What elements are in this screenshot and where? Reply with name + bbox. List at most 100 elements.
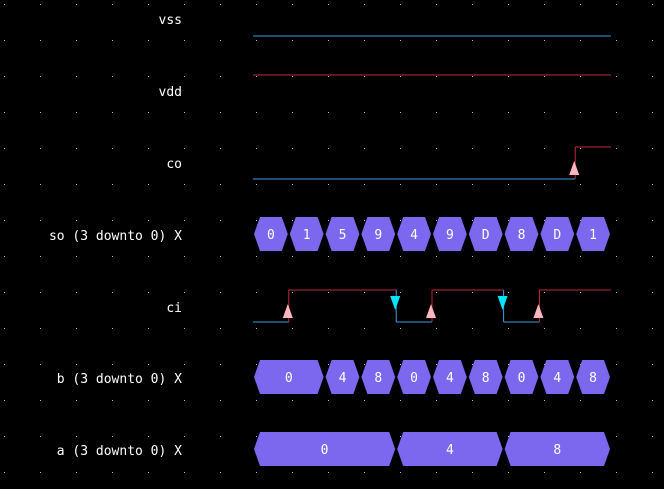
grid-dot xyxy=(76,112,77,113)
grid-dot xyxy=(112,76,113,77)
grid-dot xyxy=(40,364,41,365)
grid-dot xyxy=(472,328,473,329)
grid-dot xyxy=(580,76,581,77)
grid-dot xyxy=(112,4,113,5)
b-bus-value[interactable] xyxy=(361,360,396,394)
grid-dot xyxy=(292,400,293,401)
b-bus-value[interactable] xyxy=(325,360,360,394)
b-bus-value[interactable] xyxy=(504,360,539,394)
grid-dot xyxy=(616,256,617,257)
so-bus-value[interactable] xyxy=(540,217,575,251)
grid-dot xyxy=(40,112,41,113)
b-bus-value-text: 0 xyxy=(410,371,418,386)
signal-label-ci[interactable]: ci xyxy=(166,301,182,316)
grid-dot xyxy=(40,400,41,401)
a-bus-value[interactable] xyxy=(254,432,396,466)
grid-dot xyxy=(328,4,329,5)
grid-dot xyxy=(40,292,41,293)
grid-dot xyxy=(652,292,653,293)
grid-dot xyxy=(508,112,509,113)
b-bus-value[interactable] xyxy=(397,360,431,394)
grid-dot xyxy=(400,364,401,365)
grid-dot xyxy=(364,4,365,5)
grid-dot xyxy=(328,184,329,185)
grid-dot xyxy=(4,148,5,149)
grid-dot xyxy=(436,400,437,401)
grid-dot xyxy=(328,220,329,221)
grid-dot xyxy=(544,184,545,185)
signal-label-b[interactable]: b (3 downto 0) X xyxy=(57,372,182,387)
grid-dot xyxy=(220,76,221,77)
so-bus-value[interactable] xyxy=(325,217,360,251)
grid-dot xyxy=(256,292,257,293)
grid-dot xyxy=(436,256,437,257)
grid-dot xyxy=(472,4,473,5)
a-bus-value-text: 8 xyxy=(553,443,561,458)
grid-dot xyxy=(544,112,545,113)
grid-dot xyxy=(652,472,653,473)
grid-dot xyxy=(472,400,473,401)
grid-dot xyxy=(400,76,401,77)
so-bus-value[interactable] xyxy=(433,217,467,251)
grid-dot xyxy=(580,220,581,221)
signal-label-so[interactable]: so (3 downto 0) X xyxy=(49,229,182,244)
trace-co[interactable] xyxy=(253,146,611,180)
b-bus-value[interactable] xyxy=(576,360,610,394)
so-bus-value[interactable] xyxy=(468,217,503,251)
grid-dot xyxy=(220,184,221,185)
so-bus-value[interactable] xyxy=(254,217,288,251)
grid-dot xyxy=(112,400,113,401)
grid-dot xyxy=(148,256,149,257)
b-bus-value[interactable] xyxy=(433,360,467,394)
grid-dot xyxy=(220,364,221,365)
b-bus-value[interactable] xyxy=(540,360,575,394)
so-bus-value[interactable] xyxy=(361,217,396,251)
grid-dot xyxy=(652,364,653,365)
grid-dot xyxy=(4,220,5,221)
grid-dot xyxy=(112,256,113,257)
grid-dot xyxy=(256,76,257,77)
b-bus-value[interactable] xyxy=(254,360,324,394)
grid-dot xyxy=(148,472,149,473)
rise-arrow-icon xyxy=(533,304,544,318)
grid-dot xyxy=(40,328,41,329)
so-bus-value[interactable] xyxy=(397,217,431,251)
a-bus-value[interactable] xyxy=(504,432,610,466)
so-bus-value[interactable] xyxy=(576,217,610,251)
a-bus-value-text: 0 xyxy=(321,443,329,458)
grid-dot xyxy=(148,364,149,365)
grid-dot xyxy=(400,112,401,113)
grid-dot xyxy=(76,400,77,401)
signal-label-co[interactable]: co xyxy=(166,157,182,172)
grid-dot xyxy=(436,112,437,113)
grid-dot xyxy=(508,328,509,329)
signal-label-a[interactable]: a (3 downto 0) X xyxy=(57,444,182,459)
grid-dot xyxy=(292,256,293,257)
trace-ci[interactable] xyxy=(253,289,611,323)
signal-label-vdd[interactable]: vdd xyxy=(159,85,182,100)
grid-dot xyxy=(544,292,545,293)
grid-dot xyxy=(4,256,5,257)
grid-dot xyxy=(184,4,185,5)
so-bus-value[interactable] xyxy=(289,217,324,251)
grid-dot xyxy=(400,184,401,185)
b-bus-value-text: 8 xyxy=(482,371,490,386)
b-bus-value[interactable] xyxy=(468,360,503,394)
signal-label-vss[interactable]: vss xyxy=(159,13,182,28)
so-bus-value[interactable] xyxy=(504,217,539,251)
a-bus-value[interactable] xyxy=(397,432,503,466)
grid-dot xyxy=(256,472,257,473)
fall-arrow-icon xyxy=(497,296,508,310)
grid-dot xyxy=(292,76,293,77)
grid-dot xyxy=(580,40,581,41)
grid-dot xyxy=(292,184,293,185)
grid-dot xyxy=(256,364,257,365)
grid-dot xyxy=(436,76,437,77)
grid-dot xyxy=(292,4,293,5)
grid-dot xyxy=(364,184,365,185)
